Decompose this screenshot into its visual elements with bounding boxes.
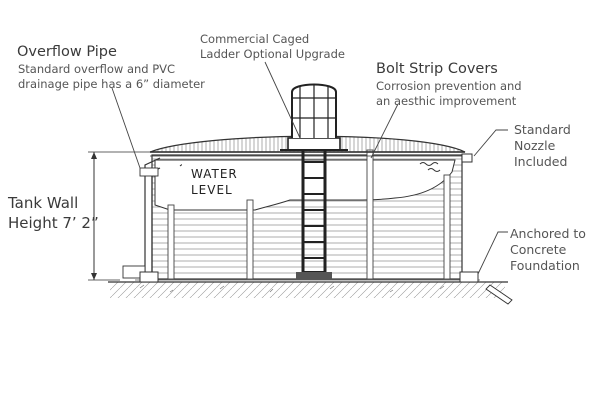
anchor-bracket — [459, 271, 513, 305]
tank-wall-label-line2: Height 7’ 2” — [8, 214, 99, 232]
bolt-strip-desc-line2: an aesthic improvement — [376, 94, 517, 108]
height-dimension — [88, 151, 152, 281]
bolt-strip-title: Bolt Strip Covers — [376, 61, 498, 77]
anchor-line2: Concrete — [510, 242, 567, 257]
overflow-pipe-title: Overflow Pipe — [17, 44, 117, 60]
ladder — [296, 150, 332, 280]
tank-wall-label-line1: Tank Wall — [8, 194, 79, 212]
anchor-line1: Anchored to — [510, 226, 586, 241]
nozzle-line3: Included — [514, 154, 568, 169]
overflow-pipe-desc-line2: drainage pipe has a 6” diameter — [18, 77, 205, 91]
ladder-callout-line1: Commercial Caged — [200, 32, 310, 46]
water-level-line2: LEVEL — [191, 183, 233, 197]
nozzle — [461, 153, 473, 163]
nozzle-line1: Standard — [514, 122, 571, 137]
overflow-pipe — [122, 157, 161, 283]
ground-foundation — [108, 279, 508, 298]
ladder-callout-line2: Ladder Optional Upgrade — [200, 47, 345, 61]
anchor-line3: Foundation — [510, 258, 580, 273]
water-level-line1: WATER — [191, 167, 238, 181]
water-level-label-box — [182, 164, 246, 200]
overflow-pipe-desc-line1: Standard overflow and PVC — [18, 62, 176, 76]
leader-lines — [111, 61, 508, 275]
ladder-cage — [280, 83, 348, 151]
bolt-strip-desc-line1: Corrosion prevention and — [376, 79, 522, 93]
nozzle-line2: Nozzle — [514, 138, 556, 153]
